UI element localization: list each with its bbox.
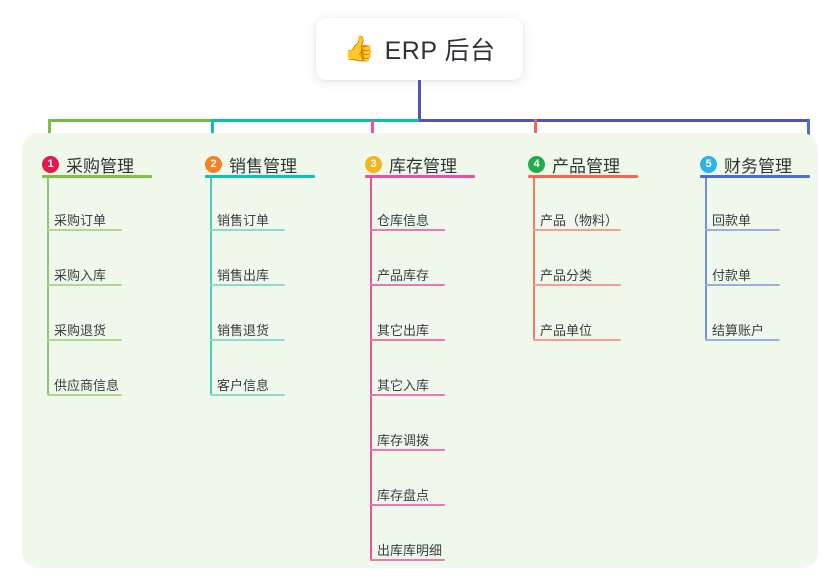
- leaf-item-rule: [210, 284, 285, 286]
- leaf-item-rule: [370, 229, 445, 231]
- leaf-item-label: 库存调拨: [377, 433, 430, 448]
- leaf-item-label: 产品分类: [540, 268, 593, 283]
- column-header-label: 库存管理: [389, 157, 457, 176]
- leaf-item-付款单[interactable]: 付款单: [712, 265, 751, 284]
- leaf-item-rule: [705, 229, 780, 231]
- leaf-item-label: 其它入库: [377, 378, 430, 393]
- leaf-item-label: 销售出库: [217, 268, 270, 283]
- column-header-rule: [528, 175, 638, 178]
- column-spine: [47, 178, 49, 394]
- leaf-item-rule: [370, 394, 445, 396]
- branch-panel: [22, 133, 818, 568]
- leaf-item-rule: [47, 394, 122, 396]
- column-header-采购管理[interactable]: 1 采购管理: [42, 152, 134, 177]
- leaf-item-rule: [705, 339, 780, 341]
- leaf-item-库存盘点[interactable]: 库存盘点: [377, 485, 429, 504]
- column-header-label: 采购管理: [66, 157, 134, 176]
- connector-root-stem: [418, 80, 421, 122]
- column-header-label: 财务管理: [724, 157, 792, 176]
- leaf-item-其它入库[interactable]: 其它入库: [377, 375, 429, 394]
- leaf-item-rule: [370, 504, 445, 506]
- column-header-label: 产品管理: [552, 157, 620, 176]
- leaf-item-销售退货[interactable]: 销售退货: [217, 320, 269, 339]
- leaf-item-rule: [210, 339, 285, 341]
- leaf-item-rule: [533, 284, 621, 286]
- leaf-item-rule: [47, 339, 122, 341]
- leaf-item-label: 客户信息: [217, 378, 270, 393]
- column-header-rule: [205, 175, 315, 178]
- leaf-item-rule: [370, 559, 445, 561]
- root-node-erp-backend[interactable]: 👍 ERP 后台: [316, 18, 523, 80]
- leaf-item-label: 产品单位: [540, 323, 593, 338]
- column-header-rule: [700, 175, 810, 178]
- column-spine: [370, 178, 372, 559]
- leaf-item-rule: [705, 284, 780, 286]
- leaf-item-label: 产品库存: [377, 268, 430, 283]
- column-index-badge: 1: [42, 156, 59, 173]
- leaf-item-销售出库[interactable]: 销售出库: [217, 265, 269, 284]
- column-header-rule: [42, 175, 152, 178]
- column-header-rule: [365, 175, 475, 178]
- leaf-item-结算账户[interactable]: 结算账户: [712, 320, 764, 339]
- root-node-label: ERP 后台: [384, 37, 496, 65]
- column-spine: [210, 178, 212, 394]
- leaf-item-rule: [370, 284, 445, 286]
- column-index-badge: 2: [205, 156, 222, 173]
- leaf-item-产品库存[interactable]: 产品库存: [377, 265, 429, 284]
- leaf-item-label: 回款单: [712, 213, 752, 228]
- column-spine: [705, 178, 707, 339]
- leaf-item-rule: [370, 449, 445, 451]
- column-header-label: 销售管理: [229, 157, 297, 176]
- leaf-item-仓库信息[interactable]: 仓库信息: [377, 210, 429, 229]
- leaf-item-label: 采购退货: [54, 323, 107, 338]
- leaf-item-采购退货[interactable]: 采购退货: [54, 320, 106, 339]
- leaf-item-rule: [210, 229, 285, 231]
- leaf-item-label: 结算账户: [712, 323, 765, 338]
- leaf-item-label: 产品（物料）: [540, 213, 619, 228]
- leaf-item-label: 采购订单: [54, 213, 107, 228]
- leaf-item-label: 销售订单: [217, 213, 270, 228]
- leaf-item-客户信息[interactable]: 客户信息: [217, 375, 269, 394]
- leaf-item-回款单[interactable]: 回款单: [712, 210, 751, 229]
- column-header-库存管理[interactable]: 3 库存管理: [365, 152, 457, 177]
- leaf-item-rule: [47, 284, 122, 286]
- leaf-item-产品（物料）[interactable]: 产品（物料）: [540, 210, 618, 229]
- column-header-销售管理[interactable]: 2 销售管理: [205, 152, 297, 177]
- leaf-item-销售订单[interactable]: 销售订单: [217, 210, 269, 229]
- column-spine: [533, 178, 535, 339]
- connector-bar-left: [48, 119, 211, 122]
- thumbs-up-icon: 👍: [343, 34, 375, 63]
- leaf-item-label: 出库库明细: [377, 543, 443, 558]
- leaf-item-出库库明细[interactable]: 出库库明细: [377, 540, 442, 559]
- leaf-item-采购入库[interactable]: 采购入库: [54, 265, 106, 284]
- connector-bar-right: [419, 119, 810, 122]
- column-index-badge: 4: [528, 156, 545, 173]
- leaf-item-rule: [370, 339, 445, 341]
- column-header-产品管理[interactable]: 4 产品管理: [528, 152, 620, 177]
- leaf-item-库存调拨[interactable]: 库存调拨: [377, 430, 429, 449]
- leaf-item-rule: [533, 229, 621, 231]
- leaf-item-rule: [47, 229, 122, 231]
- leaf-item-供应商信息[interactable]: 供应商信息: [54, 375, 119, 394]
- column-header-财务管理[interactable]: 5 财务管理: [700, 152, 792, 177]
- leaf-item-label: 付款单: [712, 268, 752, 283]
- leaf-item-其它出库[interactable]: 其它出库: [377, 320, 429, 339]
- connector-bar-mid: [211, 119, 421, 122]
- leaf-item-label: 仓库信息: [377, 213, 430, 228]
- leaf-item-rule: [210, 394, 285, 396]
- leaf-item-label: 其它出库: [377, 323, 430, 338]
- leaf-item-采购订单[interactable]: 采购订单: [54, 210, 106, 229]
- leaf-item-label: 销售退货: [217, 323, 270, 338]
- leaf-item-产品单位[interactable]: 产品单位: [540, 320, 592, 339]
- leaf-item-label: 供应商信息: [54, 378, 120, 393]
- column-index-badge: 3: [365, 156, 382, 173]
- leaf-item-label: 采购入库: [54, 268, 107, 283]
- leaf-item-label: 库存盘点: [377, 488, 430, 503]
- leaf-item-rule: [533, 339, 621, 341]
- leaf-item-产品分类[interactable]: 产品分类: [540, 265, 592, 284]
- column-index-badge: 5: [700, 156, 717, 173]
